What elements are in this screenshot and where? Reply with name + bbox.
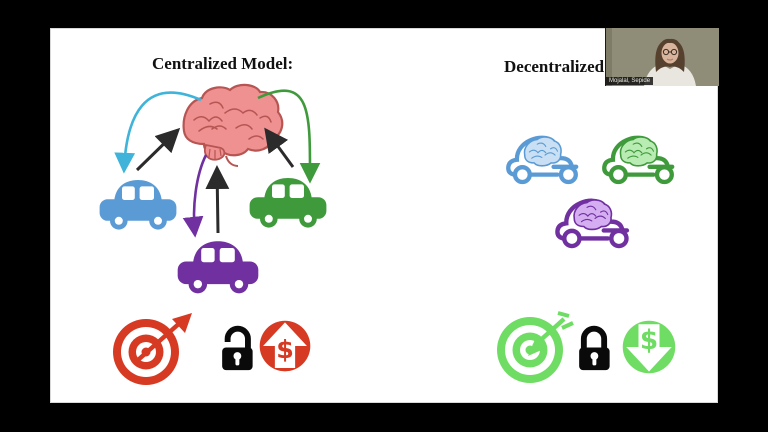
purple-car-with-brain (557, 200, 626, 246)
green-car (249, 178, 327, 228)
purple-car (177, 241, 259, 294)
dart-fletching (557, 311, 574, 330)
target-hit-icon (497, 311, 574, 383)
dollar-sign: $ (640, 326, 658, 356)
cost-up-icon: $ (259, 320, 311, 372)
person-fringe (659, 38, 681, 50)
blue-car (99, 180, 177, 230)
dart-head (528, 337, 546, 356)
decentralized-diagram (490, 123, 718, 258)
blue-car-with-brain (508, 137, 576, 182)
dart-head (172, 313, 192, 333)
download-arrow-blue (114, 91, 202, 174)
download-arrow-green (257, 89, 321, 184)
cost-down-icon: $ (622, 320, 676, 374)
locked-padlock-icon (579, 325, 610, 371)
webcam-person (606, 28, 719, 86)
download-arrow-purple (182, 154, 208, 238)
centralized-diagram (99, 83, 327, 294)
presentation-slide: Centralized Model: Decentralized (50, 28, 718, 403)
person-face (661, 42, 679, 64)
dollar-sign: $ (276, 335, 294, 364)
upload-arrow-green-car (264, 127, 295, 168)
webcam-video-tile[interactable]: Mojalal, Sepide (605, 28, 719, 86)
upload-arrow-purple-car (205, 165, 230, 234)
green-car-with-brain (604, 137, 672, 182)
person-mouth (666, 58, 674, 61)
unlocked-padlock-icon (222, 325, 253, 371)
decentralized-title: Decentralized (504, 57, 605, 76)
central-brain (182, 83, 284, 167)
upload-arrow-blue-car (135, 127, 181, 172)
centralized-title: Centralized Model: (152, 54, 294, 73)
target-missed-icon (113, 313, 192, 385)
participant-name-label: Mojalal, Sepide (606, 77, 654, 85)
